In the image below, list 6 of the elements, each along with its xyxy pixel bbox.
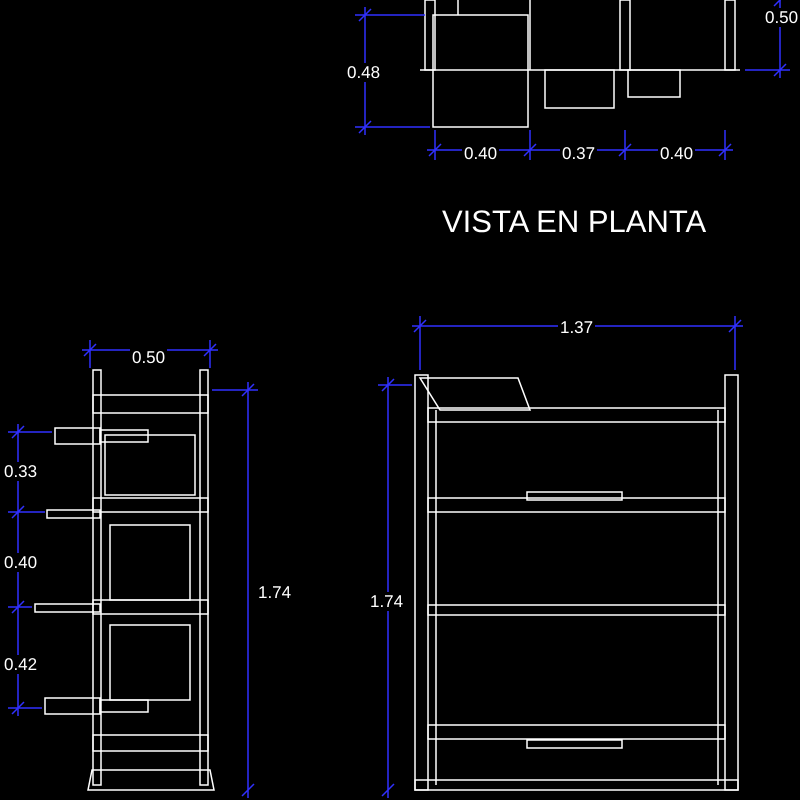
dimension-label: 0.48 bbox=[345, 63, 382, 82]
dimension-label: 1.74 bbox=[368, 592, 406, 611]
dimension-label: 0.33 bbox=[2, 462, 40, 481]
dimension-label: 0.40 bbox=[2, 553, 40, 572]
dimension-label: 0.50 bbox=[763, 8, 800, 27]
dimension-label: 0.42 bbox=[2, 655, 40, 674]
